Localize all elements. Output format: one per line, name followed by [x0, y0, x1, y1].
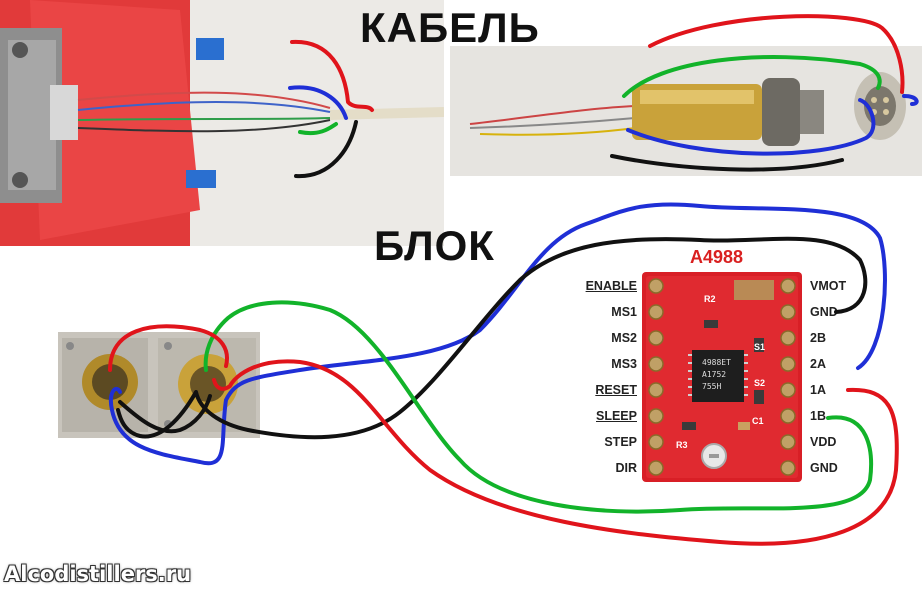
cable-label: КАБЕЛЬ — [360, 4, 540, 51]
pin-label-1a: 1A — [810, 383, 826, 397]
pin-label-dir: DIR — [615, 461, 637, 475]
pin-label-vdd: VDD — [810, 435, 837, 449]
socket-photo — [58, 332, 260, 438]
pin-label-reset: RESET — [595, 383, 637, 397]
chip-marking-1: 4988ET — [702, 358, 731, 367]
pin-label-sleep: SLEEP — [596, 409, 637, 423]
pin-label-ms3: MS3 — [611, 357, 637, 371]
pin-label-1b: 1B — [810, 409, 826, 423]
silk-c1: C1 — [752, 416, 764, 426]
silk-s2: S2 — [754, 378, 766, 388]
pin-label-2b: 2B — [810, 331, 826, 345]
pin-label-ms1: MS1 — [611, 305, 637, 319]
silk-s1: S1 — [754, 342, 766, 352]
silk-r3: R3 — [676, 440, 688, 450]
watermark: Alcodistillers.ru — [4, 562, 192, 586]
silk-r2: R2 — [704, 294, 716, 304]
pin-label-enable: ENABLE — [585, 279, 637, 293]
pin-label-gnd-top: GND — [810, 305, 838, 319]
a4988-board: 4988ET A1752 755H R2 R3 S1 S2 C1 — [642, 272, 802, 482]
pin-label-vmot: VMOT — [810, 279, 847, 293]
chip-marking-3: 755H — [702, 382, 722, 391]
pin-label-step: STEP — [604, 435, 637, 449]
block-label: БЛОК — [374, 222, 495, 269]
pin-label-ms2: MS2 — [611, 331, 637, 345]
pin-label-2a: 2A — [810, 357, 826, 371]
chip-title: A4988 — [690, 247, 744, 267]
chip-marking-2: A1752 — [702, 370, 727, 379]
pin-label-gnd-bottom: GND — [810, 461, 838, 475]
cable-photo — [450, 46, 922, 176]
